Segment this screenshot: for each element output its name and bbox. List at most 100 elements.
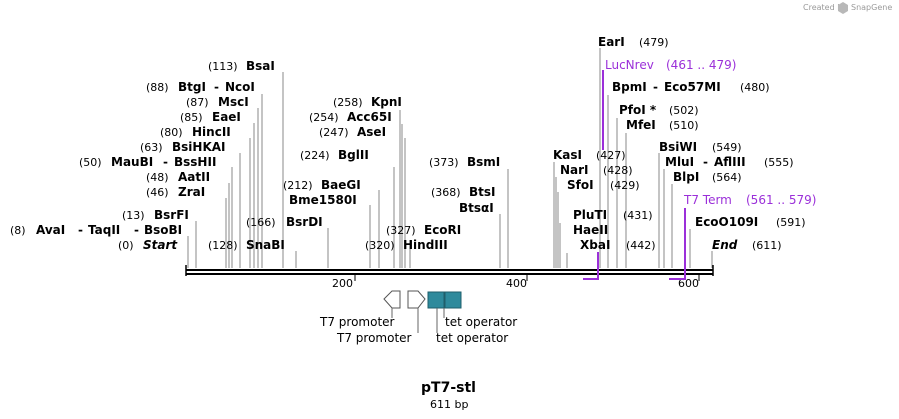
site-pfoi-pos: (502): [669, 104, 699, 117]
site-start-name: Start: [143, 238, 178, 252]
feature-lucnrev-name: LucNrev: [605, 58, 654, 72]
ruler-ticks: [354, 275, 700, 281]
site-hindiii-name: HindIII: [403, 238, 448, 252]
site-bpmi-name: BpmI: [612, 80, 647, 94]
site-xbai-pos: (442): [626, 239, 656, 252]
feature-lucnrev-range: (461 .. 479): [666, 58, 736, 72]
t7-promoter-arrow-forward: [407, 290, 426, 309]
site-ecori-pos: (327): [386, 224, 416, 237]
site-btgi-pos: (88): [146, 81, 169, 94]
site-aatii-name: AatII: [178, 170, 210, 184]
site-avai-name: AvaI: [36, 223, 65, 237]
site-ncoi-name: NcoI: [225, 80, 255, 94]
site-kasi-name: KasI: [553, 148, 582, 162]
site-nari-name: NarI: [560, 163, 589, 177]
site-bglii-pos: (224): [300, 149, 330, 162]
site-taqii-name: TaqII: [88, 223, 120, 237]
site-kpni-name: KpnI: [371, 95, 402, 109]
feature-t7-promoter-1: T7 promoter: [319, 315, 395, 329]
tet-operator-box-2: [444, 291, 462, 309]
site-bsrfi-pos: (13): [122, 209, 145, 222]
site-afliii-name: AflIII: [714, 155, 746, 169]
site-btsi-name: BtsI: [469, 185, 496, 199]
site-zrai-pos: (46): [146, 186, 169, 199]
site-bsihkai-name: BsiHKAI: [172, 140, 226, 154]
site-acc65i-pos: (254): [309, 111, 339, 124]
site-mlui-name: MluI: [665, 155, 694, 169]
site-maubi-sep: -: [163, 155, 168, 169]
feature-t7term-range: (561 .. 579): [746, 193, 816, 207]
site-pfoi-name: PfoI *: [619, 103, 657, 117]
site-bglii-name: BglII: [338, 148, 369, 162]
site-bsobi-name: BsoBI: [144, 223, 182, 237]
site-blpi-name: BlpI: [673, 170, 699, 184]
site-taqii-sep: -: [134, 223, 139, 237]
feature-tet-operator-1: tet operator: [445, 315, 517, 329]
tet-operator-box-1: [427, 291, 445, 309]
cut-site-lines: [187, 48, 713, 268]
backbone-top-strand: [186, 269, 713, 271]
site-mfei-name: MfeI: [626, 118, 656, 132]
site-bpmi-pos: (480): [740, 81, 770, 94]
brand-text: SnapGene: [851, 3, 892, 12]
site-end-pos: (611): [752, 239, 782, 252]
t7-promoter-arrow-reverse: [383, 290, 401, 309]
site-mlui-sep: -: [703, 155, 708, 169]
site-ecori-name: EcoRI: [424, 223, 461, 237]
site-ecoo109i-pos: (591): [776, 216, 806, 229]
site-start-pos: (0): [118, 239, 134, 252]
site-kasi-pos: (427): [596, 149, 626, 162]
site-bpmi-sep: -: [653, 80, 658, 94]
site-msci-name: MscI: [218, 95, 249, 109]
site-hincii-pos: (80): [160, 126, 183, 139]
feature-t7term-name: T7 Term: [683, 193, 732, 207]
site-pluti-pos: (431): [623, 209, 653, 222]
site-btsai-name: BtsαI: [459, 201, 494, 215]
site-bsiwi-pos: (549): [712, 141, 742, 154]
backbone-bottom-strand: [186, 273, 713, 275]
site-maubi-pos: (50): [79, 156, 102, 169]
site-maubi-name: MauBI: [111, 155, 153, 169]
tick-label-200: 200: [332, 277, 353, 290]
site-eari-name: EarI: [598, 35, 625, 49]
primer-t7term-mark: [669, 208, 686, 280]
site-bme1580i-name: Bme1580I: [289, 193, 357, 207]
site-eaei-pos: (85): [180, 111, 203, 124]
site-baegi-pos: (212): [283, 179, 313, 192]
site-btgi-sep: -: [214, 80, 219, 94]
site-mlui-pos: (555): [764, 156, 794, 169]
plasmid-size: 611 bp: [430, 398, 468, 411]
snapgene-logo-icon: [838, 2, 848, 14]
site-bsrfi-name: BsrFI: [154, 208, 189, 222]
site-aatii-pos: (48): [146, 171, 169, 184]
site-mfei-pos: (510): [669, 119, 699, 132]
tick-label-600: 600: [678, 277, 699, 290]
site-bsrdi-name: BsrDI: [286, 215, 323, 229]
site-snabi-pos: (128): [208, 239, 238, 252]
site-msci-pos: (87): [186, 96, 209, 109]
site-snabi-name: SnaBI: [246, 238, 285, 252]
feature-t7-promoter-2: T7 promoter: [336, 331, 412, 345]
site-haeii-name: HaeII: [573, 223, 608, 237]
site-baegi-name: BaeGI: [321, 178, 361, 192]
site-avai-pos: (8): [10, 224, 26, 237]
site-bsiwi-name: BsiWI: [659, 140, 697, 154]
tick-label-400: 400: [506, 277, 527, 290]
site-hindiii-pos: (320): [365, 239, 395, 252]
site-bsai-name: BsaI: [246, 59, 275, 73]
site-bsihkai-pos: (63): [140, 141, 163, 154]
site-asei-pos: (247): [319, 126, 349, 139]
site-acc65i-name: Acc65I: [347, 110, 392, 124]
plasmid-title: pT7-stl: [421, 380, 476, 396]
site-bsshii-name: BssHII: [174, 155, 216, 169]
site-nari-pos: (428): [603, 164, 633, 177]
site-zrai-name: ZraI: [178, 185, 205, 199]
site-end-name: End: [712, 238, 738, 252]
site-eco57mi-name: Eco57MI: [664, 80, 721, 94]
site-btgi-name: BtgI: [178, 80, 206, 94]
site-btsi-pos: (368): [431, 186, 461, 199]
primer-lucnrev-mark: [583, 70, 604, 280]
site-bsrdi-pos: (166): [246, 216, 276, 229]
site-bsai-pos: (113): [208, 60, 238, 73]
